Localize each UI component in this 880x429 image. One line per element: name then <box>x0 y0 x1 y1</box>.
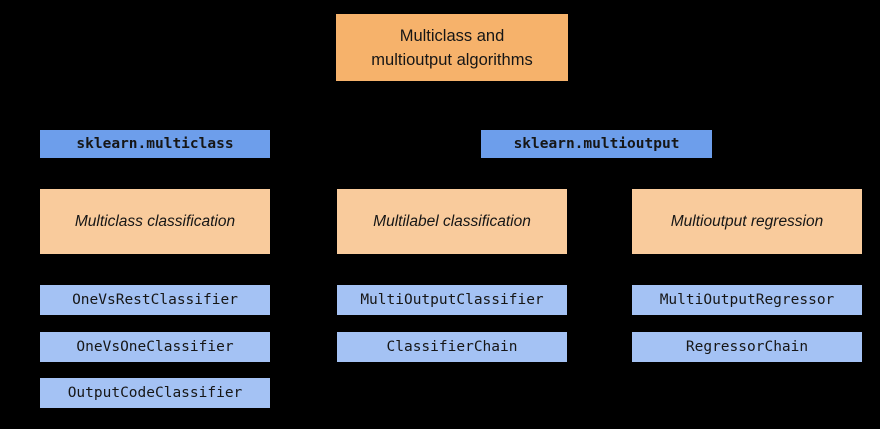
class-label: ClassifierChain <box>386 339 518 355</box>
class-box-regressorchain: RegressorChain <box>632 332 862 362</box>
module-box-sklearn-multioutput: sklearn.multioutput <box>481 130 712 158</box>
category-header-multioutput-regression: Multioutput regression <box>632 189 862 254</box>
class-box-onevsoneclassifier: OneVsOneClassifier <box>40 332 270 362</box>
category-header-label: Multioutput regression <box>670 212 824 230</box>
category-header-multiclass-classification: Multiclass classification <box>40 189 270 254</box>
class-box-outputcodeclassifier: OutputCodeClassifier <box>40 378 270 408</box>
class-box-multioutputregressor: MultiOutputRegressor <box>632 285 862 315</box>
diagram-title-line2: multioutput algorithms <box>371 50 533 69</box>
category-header-label: Multilabel classification <box>373 212 531 230</box>
class-box-multioutputclassifier: MultiOutputClassifier <box>337 285 567 315</box>
class-box-classifierchain: ClassifierChain <box>337 332 567 362</box>
class-label: RegressorChain <box>685 339 809 355</box>
diagram-title-line1: Multiclass and <box>399 26 505 45</box>
class-box-onevsrestclassifier: OneVsRestClassifier <box>40 285 270 315</box>
category-header-multilabel-classification: Multilabel classification <box>337 189 567 254</box>
class-label: OneVsRestClassifier <box>72 292 238 308</box>
module-box-sklearn-multiclass: sklearn.multiclass <box>40 130 270 158</box>
class-label: MultiOutputClassifier <box>360 292 544 308</box>
class-label: OutputCodeClassifier <box>67 385 243 401</box>
class-label: OneVsOneClassifier <box>76 339 234 355</box>
category-header-label: Multiclass classification <box>74 212 236 230</box>
diagram-title-box: Multiclass and multioutput algorithms <box>336 14 568 81</box>
class-label: MultiOutputRegressor <box>659 292 835 308</box>
module-label-sklearn-multioutput: sklearn.multioutput <box>513 136 680 152</box>
module-label-sklearn-multiclass: sklearn.multiclass <box>76 136 234 152</box>
